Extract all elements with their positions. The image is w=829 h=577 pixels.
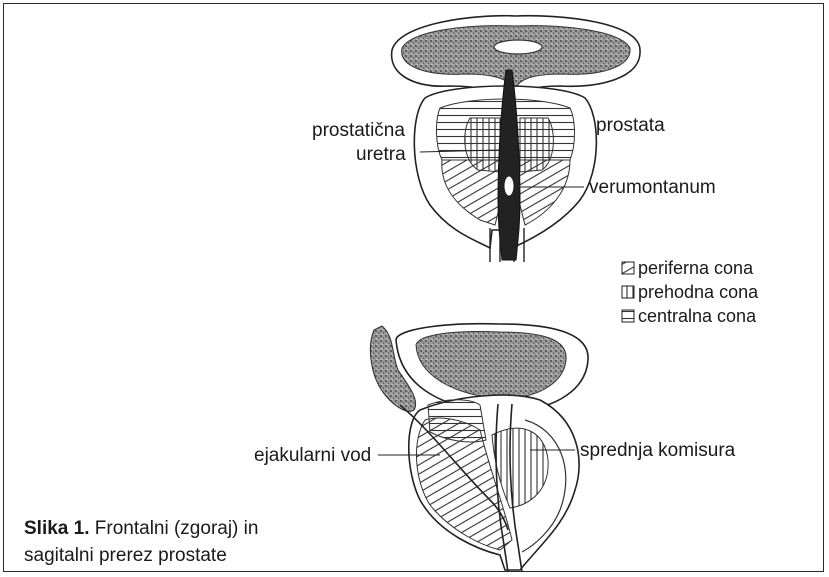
label-ejaculatory-duct: ejakularni vod [254,445,371,466]
caption-prefix: Slika 1. [24,518,90,539]
label-prostatic-urethra-2: uretra [356,144,406,165]
caption-line2: sagitalni prerez prostate [24,545,227,566]
caption-line1: Frontalni (zgoraj) in [90,518,259,539]
legend-swatch-peripheral [622,262,634,274]
legend-swatch-transition [622,286,634,298]
zone-legend: periferna cona prehodna cona centralna c… [622,258,759,326]
label-verumontanum: verumontanum [589,177,716,198]
figure-caption: Slika 1. Frontalni (zgoraj) in sagitalni… [24,515,258,569]
legend-label-central: centralna cona [638,306,757,326]
verumontanum-mark [504,176,514,196]
sagittal-section [370,324,588,572]
label-anterior-commissure: sprednja komisura [580,440,736,461]
central-zone-bottom [428,400,486,442]
label-prostate: prostata [596,115,665,136]
legend-label-peripheral: periferna cona [638,258,754,278]
legend-label-transition: prehodna cona [638,282,759,302]
frontal-section [392,16,640,262]
bladder-lumen-top [494,40,542,54]
legend-swatch-central [622,310,634,322]
label-prostatic-urethra-1: prostatična [312,120,405,141]
